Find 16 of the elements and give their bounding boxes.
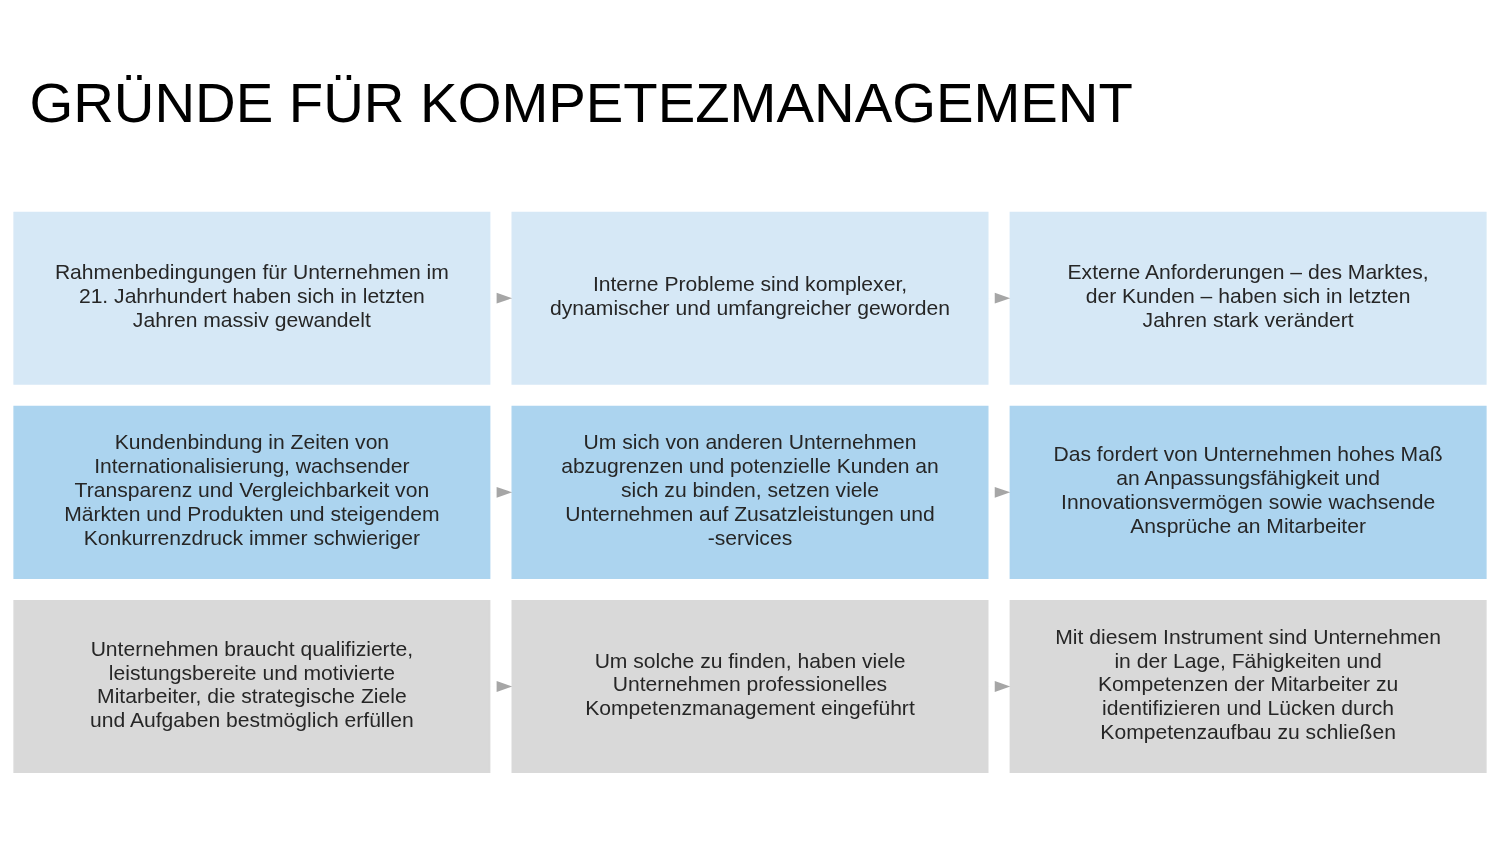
node-box: Kundenbindung in Zeiten von Internationalisierung, wachsender Transparenz und Vergleichbarkeit von Märkten und Produkten und steigendem Konkurrenzdruck immer schwieriger: [13, 405, 491, 579]
node-box: Rahmenbedingungen für Unternehmen im 21. Jahrhundert haben sich in letzten Jahren massiv gewandelt: [13, 211, 491, 385]
node-box: Um sich von anderen Unternehmen abzugrenzen und potenzielle Kunden an sich zu binden, setzen viele Unternehmen auf Zusatzleistungen und -services: [511, 405, 989, 579]
arrow: [994, 486, 1011, 498]
arrow: [994, 292, 1011, 304]
node-box: Externe Anforderungen – des Marktes, der Kunden – haben sich in letzten Jahren stark verändert: [1009, 211, 1487, 385]
arrow: [496, 486, 513, 498]
node-box: Mit diesem Instrument sind Unternehmen in der Lage, Fähigkeiten und Kompetenzen der Mitarbeiter zu identifizieren und Lücken durch Kompetenzaufbau zu schließen: [1009, 600, 1487, 774]
node-box: Um solche zu finden, haben viele Unternehmen professionelles Kompetenzmanagement eingeführt: [511, 600, 989, 774]
diagram-title: GRÜNDE FÜR KOMPETEZMANAGEMENT: [29, 71, 1133, 135]
node-box: Unternehmen braucht qualifizierte, leistungsbereite und motivierte Mitarbeiter, die strategische Ziele und Aufgaben bestmöglich erfüllen: [13, 600, 491, 774]
node-box: Interne Probleme sind komplexer, dynamischer und umfangreicher geworden: [511, 211, 989, 385]
arrow: [994, 681, 1011, 692]
arrow: [496, 292, 513, 304]
node-box: Das fordert von Unternehmen hohes Maß an Anpassungsfähigkeit und Innovationsvermögen sowie wachsende Ansprüche an Mitarbeiter: [1009, 405, 1487, 579]
arrow: [496, 681, 513, 692]
